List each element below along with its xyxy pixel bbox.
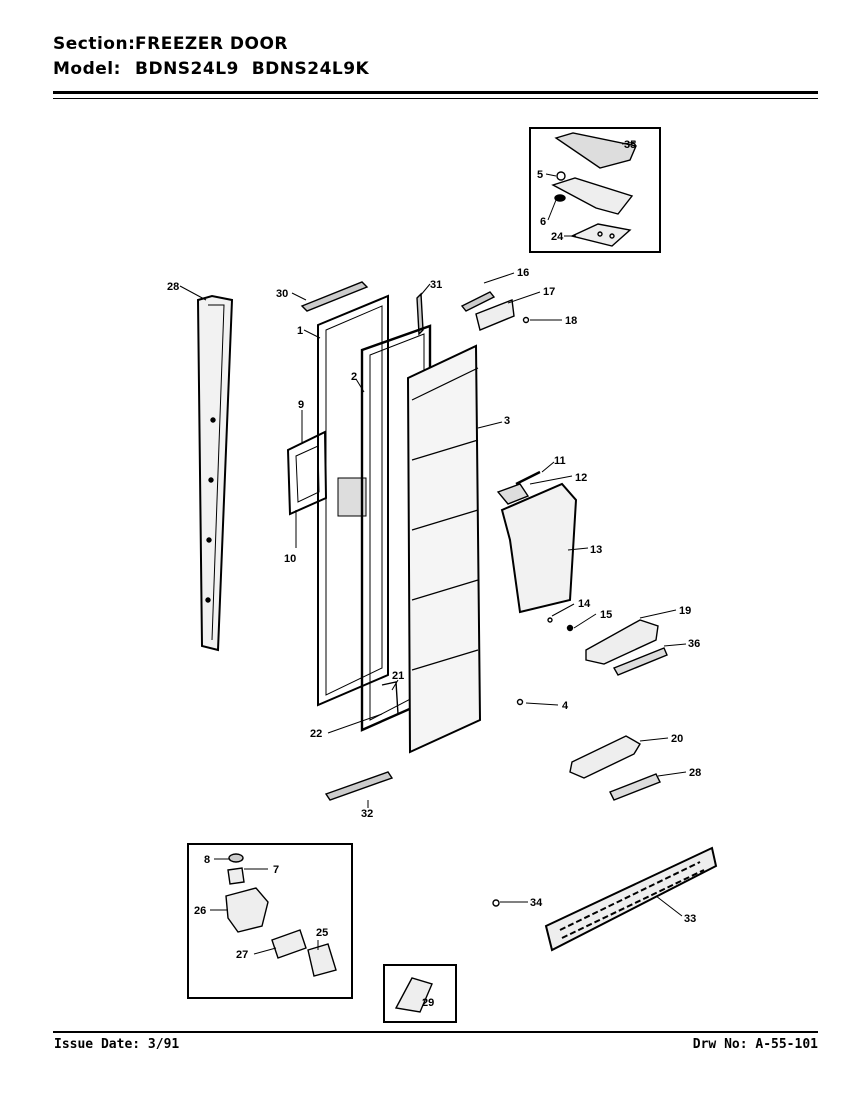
callout-32: 32: [361, 808, 373, 820]
drawing-number: Drw No: A-55-101: [692, 1037, 818, 1052]
callout-9: 9: [298, 399, 304, 411]
callout-11: 11: [554, 455, 566, 467]
callout-16: 16: [517, 267, 529, 279]
callout-36: 36: [688, 638, 700, 650]
callout-18: 18: [565, 315, 577, 327]
callout-22: 22: [310, 728, 322, 740]
callout-15: 15: [600, 609, 612, 621]
callout-21: 21: [392, 670, 404, 682]
upper-hinge-part: [554, 132, 637, 169]
dispenser-housing: [500, 482, 578, 614]
door-trim-left: [196, 294, 234, 652]
callout-8: 8: [204, 854, 210, 866]
callout-5: 5: [537, 169, 543, 181]
section-title: FREEZER DOOR: [135, 34, 288, 54]
callout-28: 28: [167, 281, 179, 293]
callout-29: 29: [422, 997, 434, 1009]
header-rule-thick: [53, 91, 818, 94]
lower-hinge-inset-box: [187, 843, 353, 999]
callout-1: 1: [297, 325, 303, 337]
callout-35: 35: [624, 139, 636, 151]
callout-33: 33: [684, 913, 696, 925]
callout-31: 31: [430, 279, 442, 291]
model-header: Model: BDNS24L9 BDNS24L9K: [53, 59, 369, 79]
callout-20: 20: [671, 733, 683, 745]
callout-19: 19: [679, 605, 691, 617]
door-liner: [406, 344, 482, 754]
callout-12: 12: [575, 472, 587, 484]
section-header: Section:FREEZER DOOR: [53, 34, 288, 54]
callout-14: 14: [578, 598, 591, 610]
callout-7: 7: [273, 864, 279, 876]
callout-3: 3: [504, 415, 510, 427]
callout-25: 25: [316, 927, 328, 939]
callout-17: 17: [543, 286, 555, 298]
section-label: Section:: [53, 34, 136, 54]
door-grille: [544, 846, 718, 952]
callout-34: 34: [530, 897, 543, 909]
callout-13: 13: [590, 544, 602, 556]
callout-27: 27: [236, 949, 248, 961]
upper-hinge-inset-box: [529, 127, 661, 253]
header-rule-thin: [53, 98, 818, 99]
hinge-cap-inset-box: [383, 964, 457, 1023]
callout-24: 24: [551, 231, 564, 243]
footer-rule: [53, 1031, 818, 1033]
callout-26: 26: [194, 905, 206, 917]
callout-10: 10: [284, 553, 296, 565]
callout-4: 4: [562, 700, 569, 712]
model-numbers: BDNS24L9 BDNS24L9K: [135, 59, 370, 79]
model-label: Model:: [53, 59, 121, 79]
door-liner-panel: [317, 294, 389, 707]
callout-2: 2: [351, 371, 357, 383]
dispenser-frame: [286, 430, 328, 516]
issue-date: Issue Date: 3/91: [54, 1037, 180, 1052]
callout-28-lower: 28: [689, 767, 701, 779]
callout-30: 30: [276, 288, 288, 300]
callout-6: 6: [540, 216, 546, 228]
bottom-hinge-cover: [324, 771, 394, 801]
